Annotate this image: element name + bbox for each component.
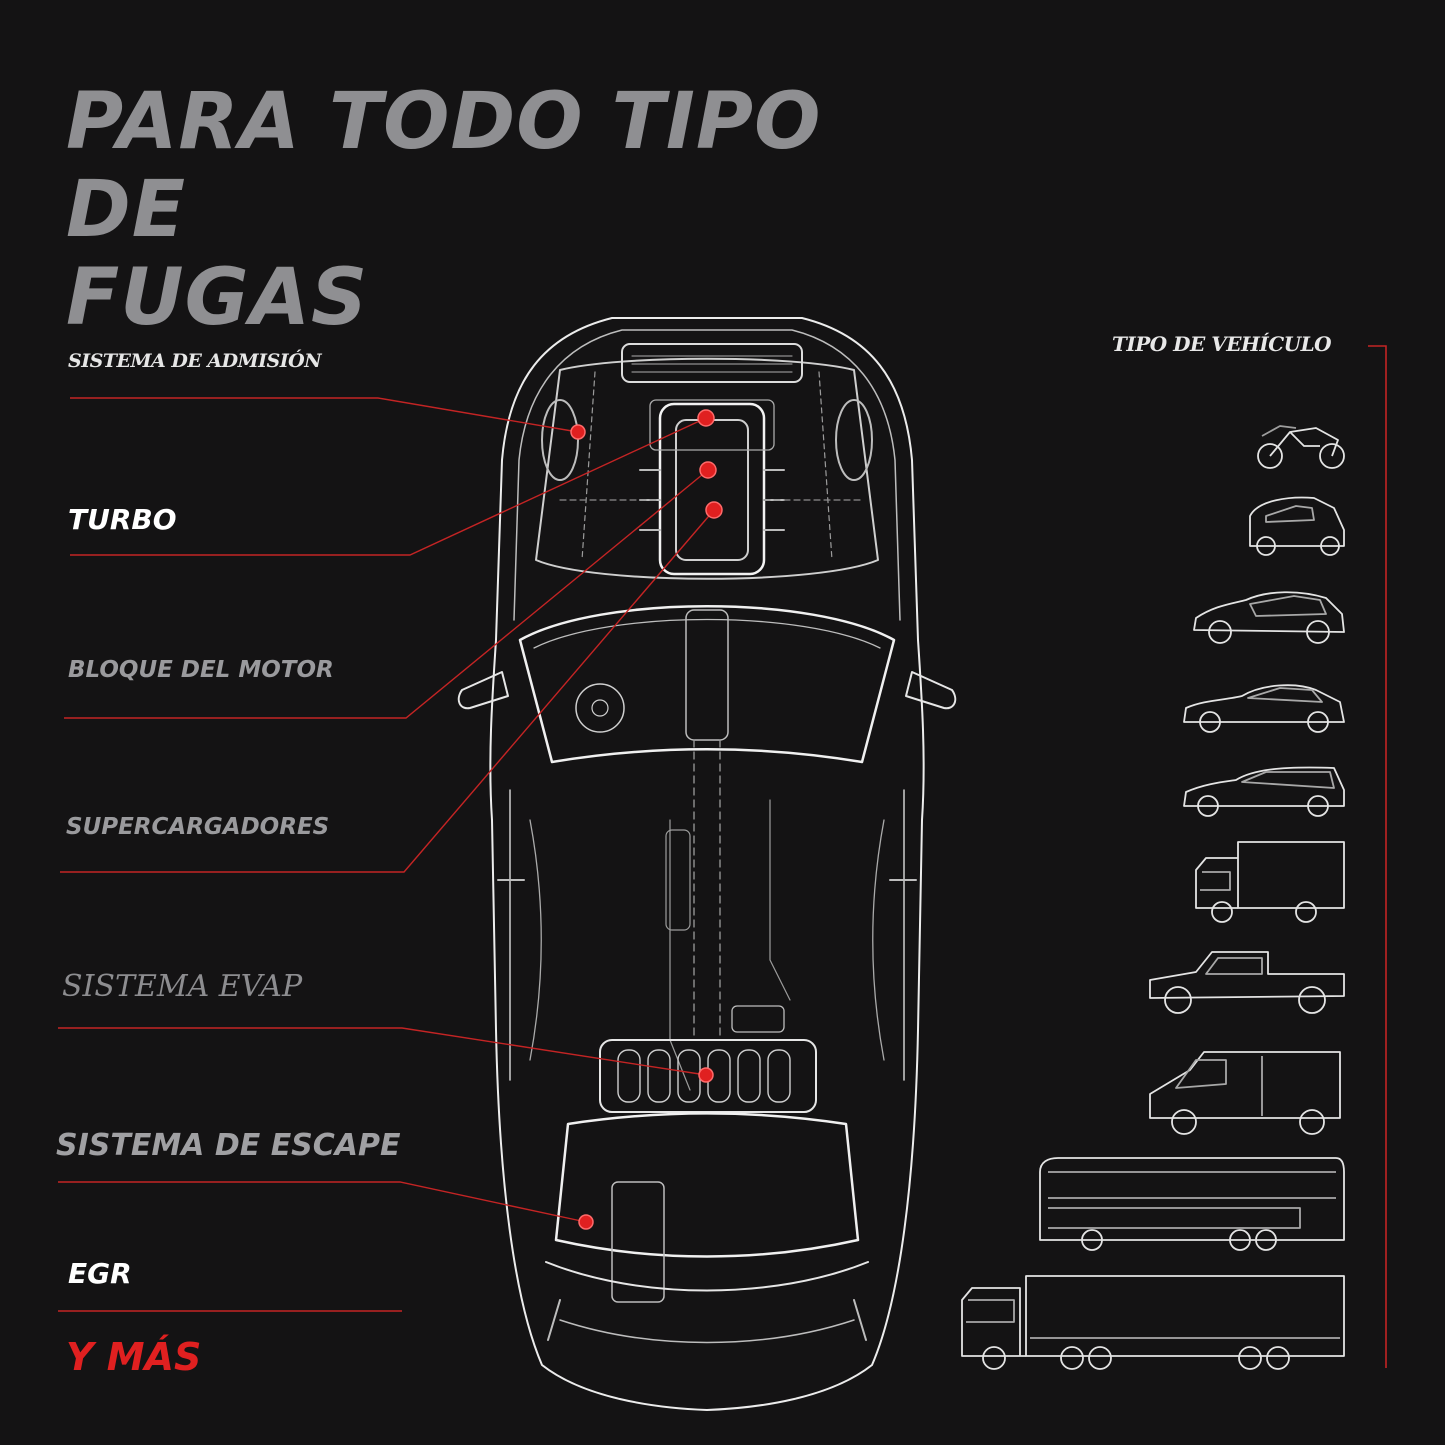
box-truck-icon (1195, 841, 1345, 923)
semi-truck-icon (961, 1275, 1345, 1370)
motorcycle-icon (1257, 425, 1345, 469)
leader-lines (58, 397, 715, 1312)
title-line-1: PARA TODO TIPO DE (66, 77, 822, 255)
leak-label-engine-block: BLOQUE DEL MOTOR (68, 657, 334, 683)
page-title: PARA TODO TIPO DE FUGAS (66, 78, 966, 342)
vehicle-rail (1368, 345, 1387, 1368)
cargo-van-icon (1149, 1051, 1341, 1135)
car-blueprint (457, 317, 957, 1411)
leak-point-engine-block (699, 461, 717, 479)
leak-point-intake (570, 424, 586, 440)
pickup-truck-icon (1149, 951, 1345, 1014)
vehicle-type-heading: TIPO DE VEHÍCULO (1112, 332, 1332, 356)
vehicle-icons (961, 425, 1345, 1370)
leak-label-exhaust-system: SISTEMA DE ESCAPE (56, 1128, 401, 1163)
microcar-icon (1249, 496, 1345, 556)
hatchback-icon (1193, 591, 1345, 644)
leak-point-exhaust (578, 1214, 594, 1230)
leak-label-turbo: TURBO (68, 503, 177, 536)
station-wagon-icon (1183, 766, 1345, 817)
sedan-icon (1183, 684, 1345, 733)
leak-points (570, 409, 723, 1230)
leak-point-supercharger (705, 501, 723, 519)
leak-label-superchargers: SUPERCARGADORES (66, 814, 330, 840)
double-decker-bus-icon (1039, 1157, 1345, 1251)
leak-point-turbo (697, 409, 715, 427)
leak-label-egr: EGR (68, 1257, 132, 1290)
leak-label-intake-system: SISTEMA DE ADMISIÓN (68, 350, 322, 372)
fuel-tank (599, 1005, 817, 1113)
title-line-2: FUGAS (66, 253, 369, 343)
leak-label-evap-system: SISTEMA EVAP (62, 969, 303, 1004)
engine (559, 399, 861, 576)
front-grille (621, 343, 803, 383)
leak-point-evap (698, 1067, 714, 1083)
leak-label-and-more: Y MÁS (66, 1335, 202, 1379)
